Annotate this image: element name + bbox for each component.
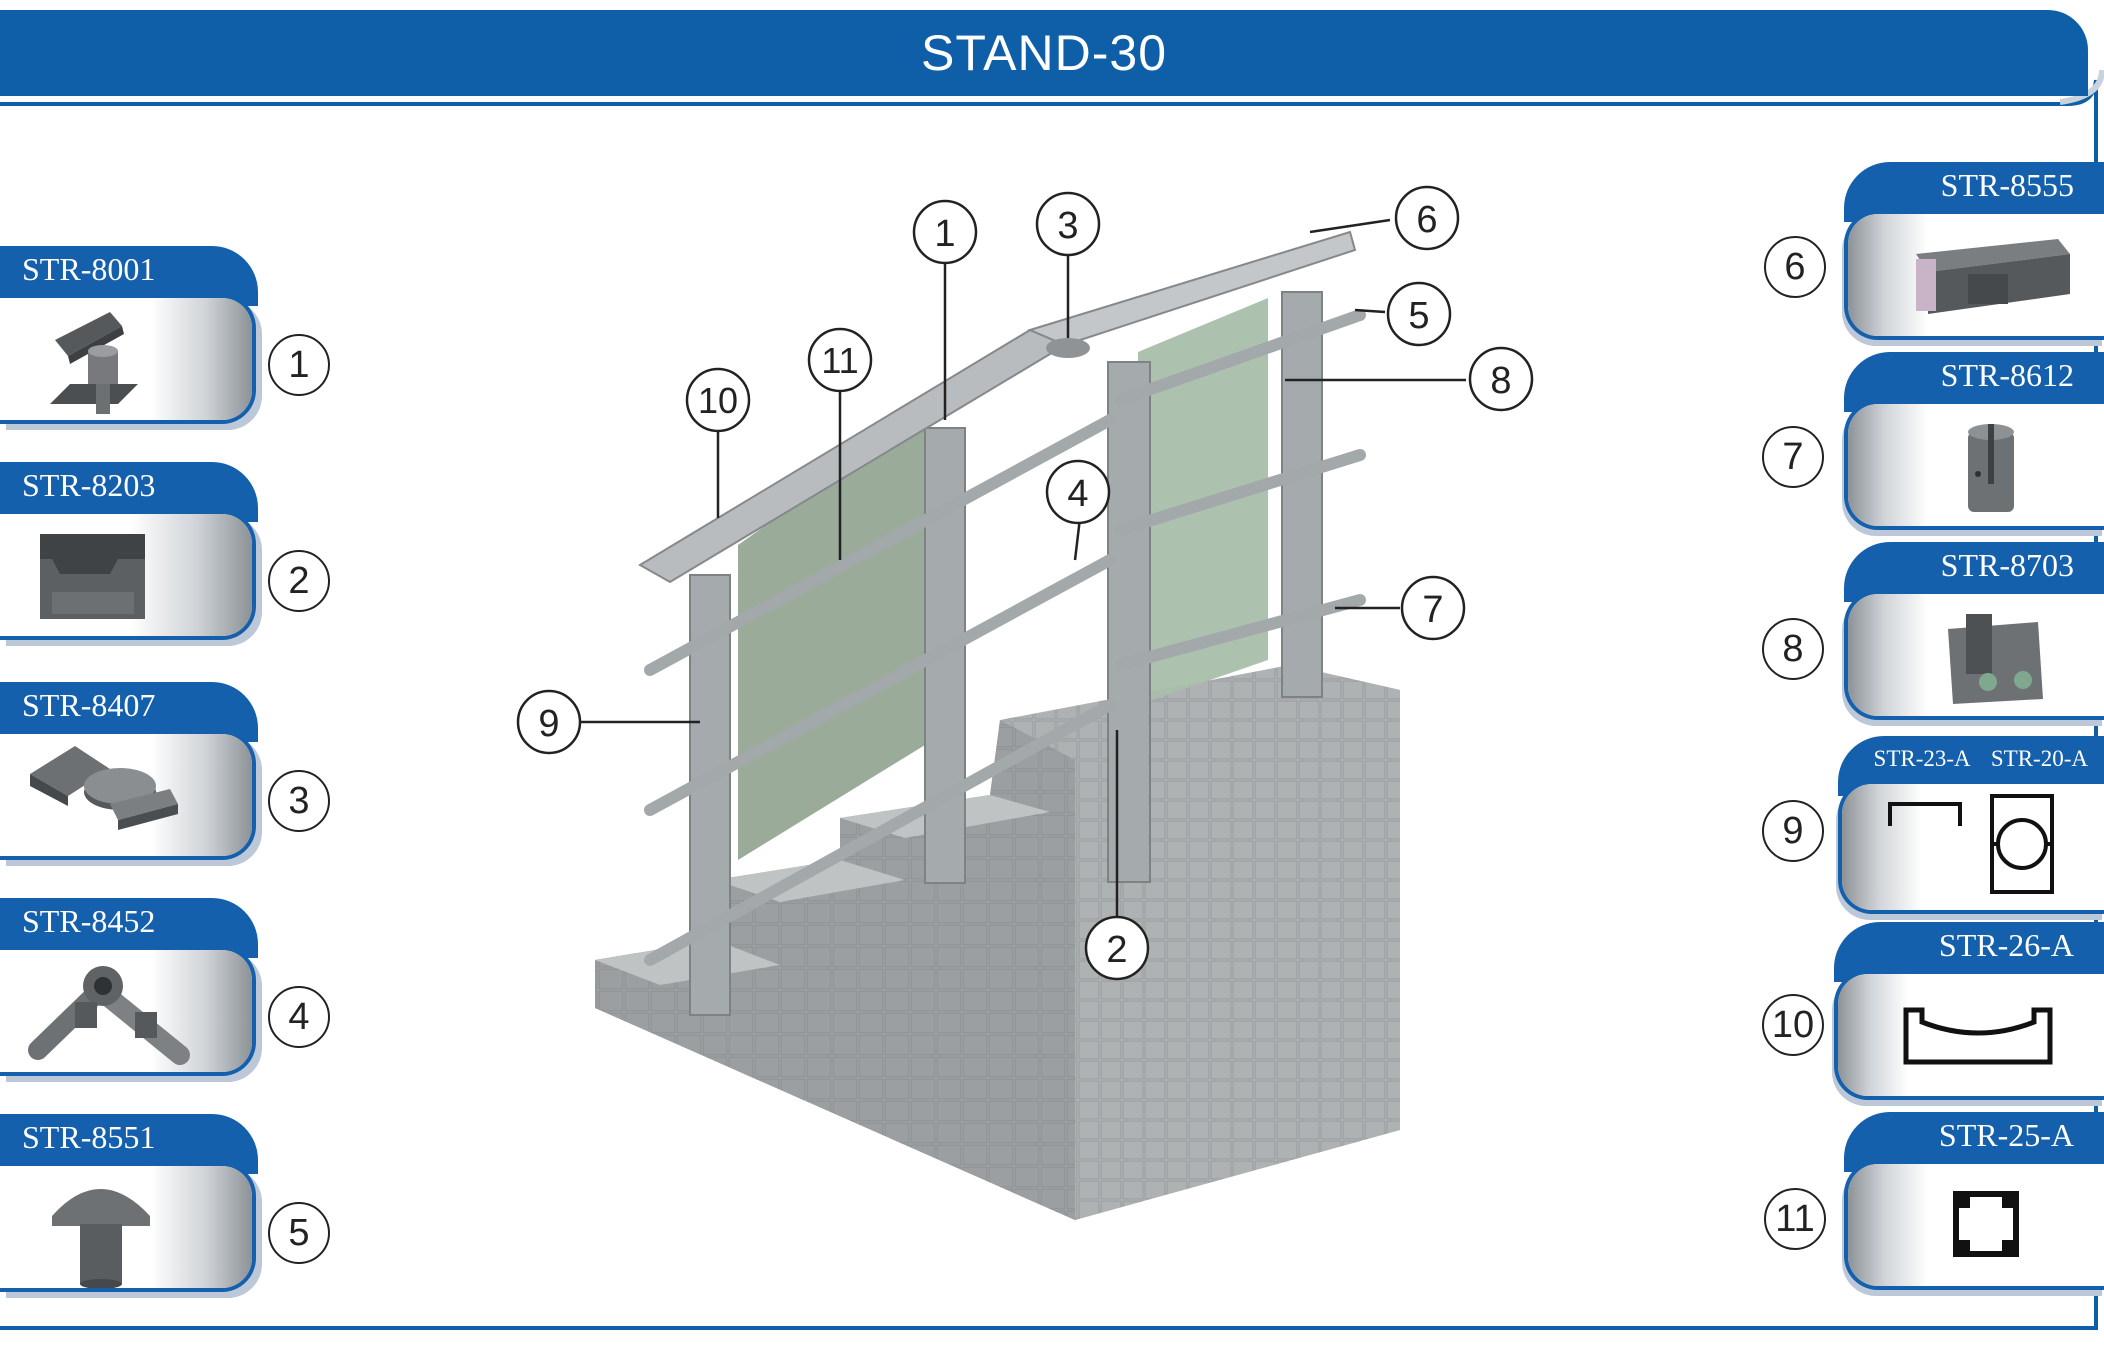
handrail (638, 230, 1357, 584)
svg-text:7: 7 (1422, 589, 1443, 631)
svg-text:11: 11 (821, 340, 858, 381)
page-title: STAND-30 (920, 25, 1167, 81)
callout-4: 4 (1045, 459, 1111, 525)
callout-number: 9 (1762, 800, 1824, 862)
svg-text:6: 6 (1416, 199, 1437, 241)
part-card-9: STR-23-A STR-20-A 9 (1760, 736, 2104, 922)
callout-10: 10 (685, 367, 751, 433)
callout-2: 2 (1084, 915, 1150, 981)
svg-text:4: 4 (1067, 473, 1088, 515)
callout-number: 3 (268, 770, 330, 832)
part-card-4: STR-8452 4 (0, 898, 330, 1084)
callout-number: 5 (268, 1202, 330, 1264)
callout-number: 10 (1762, 994, 1824, 1056)
svg-text:9: 9 (538, 703, 559, 745)
swivel-joint-icon (30, 746, 178, 830)
part-code: STR-20-A (1990, 746, 2088, 771)
part-card-1: STR-8001 1 (0, 246, 330, 432)
callout-5: 5 (1386, 281, 1452, 347)
part-card-10: STR-26-A 10 (1760, 922, 2104, 1108)
callout-number: 6 (1764, 236, 1826, 298)
callout-number: 8 (1762, 618, 1824, 680)
handrail-profile-icon (1903, 1007, 2053, 1065)
diagram-callouts: 1 3 6 5 8 4 7 9 10 11 2 (516, 185, 1534, 981)
part-code: STR-23-A (1873, 746, 1970, 771)
glass-clamp-icon (1948, 614, 2043, 704)
square-tube-profile-icon (1953, 1191, 2019, 1257)
cylinder-holder-icon (1968, 424, 2014, 512)
part-card-2: STR-8203 2 (0, 462, 330, 648)
callout-1: 1 (912, 199, 978, 265)
callout-number: 7 (1762, 426, 1824, 488)
callout-9: 9 (516, 689, 582, 755)
callout-3: 3 (1035, 191, 1101, 257)
svg-text:8: 8 (1490, 360, 1511, 402)
part-card-6: STR-8555 6 (1760, 162, 2104, 348)
post-cap-block-icon (40, 534, 145, 619)
callout-11: 11 (807, 327, 873, 393)
callout-8: 8 (1468, 346, 1534, 412)
part-card-8: STR-8703 8 (1760, 542, 2104, 728)
part-card-11: STR-25-A 11 (1760, 1112, 2104, 1298)
callout-number: 2 (268, 550, 330, 612)
svg-text:2: 2 (1106, 929, 1127, 971)
callout-number: 11 (1764, 1188, 1826, 1250)
callout-6: 6 (1394, 185, 1460, 251)
railing-bars (644, 309, 1366, 966)
handrail-bracket-icon (1916, 239, 2070, 314)
svg-text:10: 10 (698, 380, 738, 421)
svg-text:3: 3 (1057, 205, 1078, 247)
end-cap-icon (52, 1189, 150, 1288)
part-card-3: STR-8407 3 (0, 682, 330, 868)
angle-connector-icon (28, 966, 190, 1065)
header-bar (0, 10, 2088, 96)
callout-number: 4 (268, 986, 330, 1048)
post-base-icon (50, 312, 138, 414)
callout-number: 1 (268, 334, 330, 396)
part-card-5: STR-8551 5 (0, 1114, 330, 1300)
post-profile-icon (1888, 794, 2054, 894)
leader-lines (580, 218, 1466, 916)
svg-text:5: 5 (1408, 295, 1429, 337)
part-card-7: STR-8612 7 (1760, 352, 2104, 538)
callout-7: 7 (1400, 575, 1466, 641)
svg-text:1: 1 (934, 213, 955, 255)
